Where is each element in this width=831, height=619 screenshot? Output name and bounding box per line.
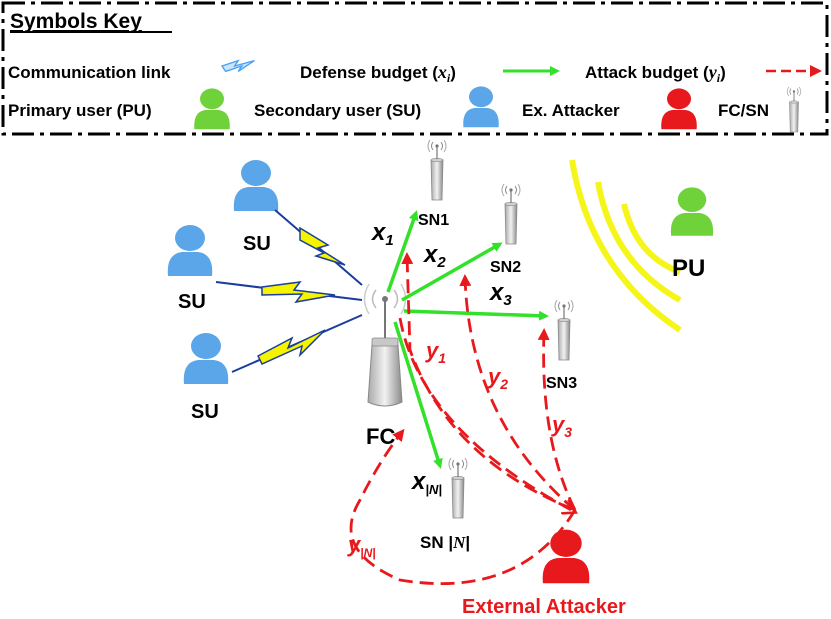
key-ex-attacker-label: Ex. Attacker bbox=[522, 101, 620, 120]
external-attacker-person-icon bbox=[542, 529, 590, 584]
su-person-icon-3 bbox=[183, 333, 229, 384]
fc-antenna-tower-icon bbox=[363, 283, 407, 407]
communication-link-3 bbox=[231, 314, 363, 373]
defense-label-xN: x|N| bbox=[410, 468, 442, 497]
attack-arrows bbox=[349, 252, 577, 585]
su-person-icon-1 bbox=[233, 160, 279, 211]
defense-arrow-sn1 bbox=[386, 210, 419, 293]
pu-label: PU bbox=[672, 255, 705, 282]
defense-arrow-snN bbox=[393, 321, 443, 469]
antenna-icon bbox=[786, 86, 802, 133]
attack-label-yN: y|N| bbox=[347, 532, 376, 560]
lightning-bolt-icon bbox=[220, 59, 255, 73]
external-attacker-label: External Attacker bbox=[462, 596, 626, 618]
pu-person-icon bbox=[194, 88, 230, 130]
su-person-icon bbox=[463, 86, 499, 128]
defense-arrows bbox=[386, 210, 549, 469]
symbols-key: Symbols Key Communication link Defense b… bbox=[1, 1, 829, 136]
key-attack-budget-label: Attack budget (yi) bbox=[585, 62, 726, 85]
su-label-2: SU bbox=[178, 291, 206, 313]
sn3-antenna-icon bbox=[554, 299, 574, 361]
communication-link-2 bbox=[215, 281, 363, 304]
key-fc-sn-label: FC/SN bbox=[718, 101, 769, 120]
sn2-label: SN2 bbox=[490, 259, 521, 276]
defense-arrow-sn3 bbox=[403, 309, 549, 321]
pu-person-icon-main bbox=[670, 187, 714, 236]
defense-arrow-sn2 bbox=[401, 242, 503, 302]
key-primary-user-label: Primary user (PU) bbox=[8, 101, 152, 120]
defense-label-x2: x2 bbox=[422, 241, 446, 271]
su-person-icon-2 bbox=[167, 225, 213, 276]
attack-arrow-fc-to-attacker bbox=[398, 317, 575, 512]
communication-link-1 bbox=[274, 209, 363, 286]
attack-arrow-y3 bbox=[537, 328, 577, 511]
attack-label-y2: y2 bbox=[487, 364, 508, 392]
attack-label-y3: y3 bbox=[551, 412, 572, 440]
su-label-3: SU bbox=[191, 401, 219, 423]
symbols-key-border bbox=[1, 1, 829, 136]
fc-label: FC bbox=[366, 424, 395, 449]
key-secondary-user-label: Secondary user (SU) bbox=[254, 101, 421, 120]
attack-arrow-yN bbox=[349, 428, 577, 585]
sn1-antenna-icon bbox=[427, 139, 447, 201]
su-label-1: SU bbox=[243, 233, 271, 255]
snN-label: SN |N| bbox=[420, 533, 470, 552]
key-defense-budget-label: Defense budget (xi) bbox=[300, 62, 456, 85]
key-communication-link-label: Communication link bbox=[8, 63, 171, 82]
defense-label-x3: x3 bbox=[488, 279, 512, 309]
sn3-label: SN3 bbox=[546, 375, 577, 392]
defense-label-x1: x1 bbox=[370, 219, 394, 249]
attack-label-y1: y1 bbox=[425, 338, 446, 366]
pu-signal-arcs bbox=[569, 159, 682, 333]
symbols-key-title: Symbols Key bbox=[10, 10, 142, 33]
snN-antenna-icon bbox=[448, 457, 468, 519]
sn1-label: SN1 bbox=[418, 212, 449, 229]
attacker-person-icon bbox=[661, 88, 697, 130]
attack-arrow-y2 bbox=[459, 274, 576, 512]
sn2-antenna-icon bbox=[501, 183, 521, 245]
